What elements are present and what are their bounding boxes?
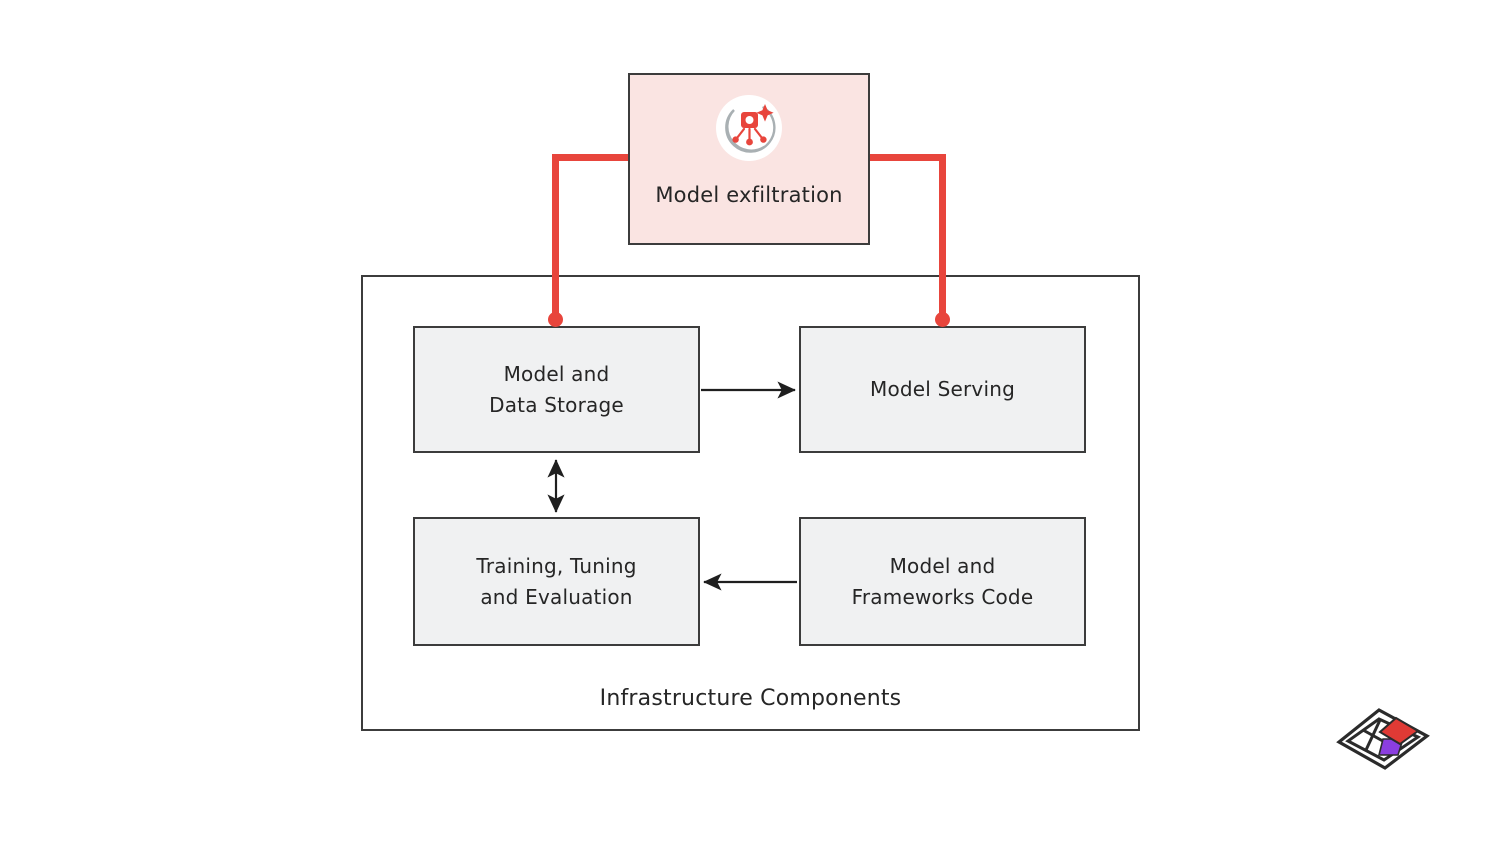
threat-to-storage-horizontal-segment <box>552 154 632 161</box>
threat-to-serving-horizontal-segment <box>866 154 946 161</box>
model-and-data-storage-label: Model and Data Storage <box>489 361 624 417</box>
isometric-grid-logo <box>1335 706 1431 772</box>
model-serving-box[interactable]: Model Serving <box>799 326 1086 453</box>
model-exfiltration-label: Model exfiltration <box>655 183 843 207</box>
model-and-frameworks-code-label: Model and Frameworks Code <box>851 553 1034 609</box>
threat-to-serving-vertical-segment <box>939 154 946 322</box>
model-and-frameworks-code-box[interactable]: Model and Frameworks Code <box>799 517 1086 646</box>
training-tuning-and-evaluation-box[interactable]: Training, Tuning and Evaluation <box>413 517 700 646</box>
threat-to-storage-endpoint-dot <box>548 312 563 327</box>
model-exfiltration-box[interactable]: Model exfiltration <box>628 73 870 245</box>
infrastructure-components-container: Infrastructure Components <box>361 275 1140 731</box>
model-and-data-storage-box[interactable]: Model and Data Storage <box>413 326 700 453</box>
model-exfiltration-icon <box>716 95 782 161</box>
infrastructure-components-label: Infrastructure Components <box>599 686 902 711</box>
threat-to-storage-vertical-segment <box>552 154 559 322</box>
training-tuning-and-evaluation-label: Training, Tuning and Evaluation <box>476 553 637 609</box>
threat-to-serving-endpoint-dot <box>935 312 950 327</box>
model-serving-label: Model Serving <box>870 377 1015 401</box>
